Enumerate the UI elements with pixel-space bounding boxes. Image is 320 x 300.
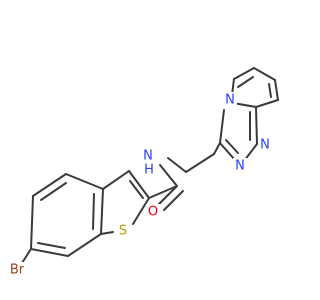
molecule-structure-diagram: Br S O N H N N N xyxy=(6,67,279,278)
bond xyxy=(213,142,221,155)
bond-c-n xyxy=(159,164,178,187)
bond xyxy=(100,188,104,235)
bond-c-o-b xyxy=(163,190,184,211)
thiophene-ring xyxy=(100,170,150,235)
atom-label-n-bridge: N xyxy=(223,92,237,108)
benzene-ring xyxy=(30,173,104,257)
pyridine-ring xyxy=(231,67,279,108)
atom-label-n-triazole-a: N xyxy=(233,158,247,174)
bond xyxy=(233,67,255,80)
atom-label-o: O xyxy=(146,204,160,220)
bond xyxy=(274,79,279,101)
double-bond-inner xyxy=(37,242,66,249)
bond xyxy=(30,248,69,257)
atom-label-n-triazole-b: N xyxy=(258,137,272,153)
bond xyxy=(185,153,215,173)
bond xyxy=(219,142,236,161)
bond xyxy=(128,170,150,199)
o-label: O xyxy=(148,205,158,220)
s-label: S xyxy=(119,224,127,239)
bond xyxy=(100,231,114,235)
n-bridge-label: N xyxy=(225,93,235,108)
bond xyxy=(32,173,67,197)
bond xyxy=(148,185,178,199)
bond xyxy=(219,109,225,144)
atom-label-s: S xyxy=(116,223,131,239)
bond xyxy=(67,233,102,257)
amide-group xyxy=(148,164,184,211)
bond xyxy=(255,106,258,145)
triazole-ring xyxy=(219,102,258,162)
bond xyxy=(65,173,104,190)
bond-c-br xyxy=(21,248,32,264)
bond xyxy=(167,157,187,173)
bond xyxy=(255,99,279,108)
nh-h-label: H xyxy=(144,163,154,178)
double-bond-inner xyxy=(268,83,272,98)
double-bond-inner xyxy=(40,182,67,201)
nh-n-label: N xyxy=(143,149,153,164)
double-bond-inner xyxy=(92,193,95,230)
double-bond-inner xyxy=(129,180,144,199)
bond xyxy=(102,170,130,190)
ethyl-linker xyxy=(167,142,221,173)
br-label: Br xyxy=(10,263,25,278)
atom-label-nh: N H xyxy=(141,148,156,178)
atom-label-br: Br xyxy=(6,262,28,278)
bond xyxy=(30,195,34,250)
bond xyxy=(132,197,150,225)
bond-c-o-a xyxy=(157,185,178,206)
bond xyxy=(253,67,276,81)
double-bond-inner xyxy=(225,139,239,154)
double-bond-inner xyxy=(237,76,254,88)
n-triazole-b-label: N xyxy=(260,138,270,153)
n-triazole-a-label: N xyxy=(235,159,245,174)
